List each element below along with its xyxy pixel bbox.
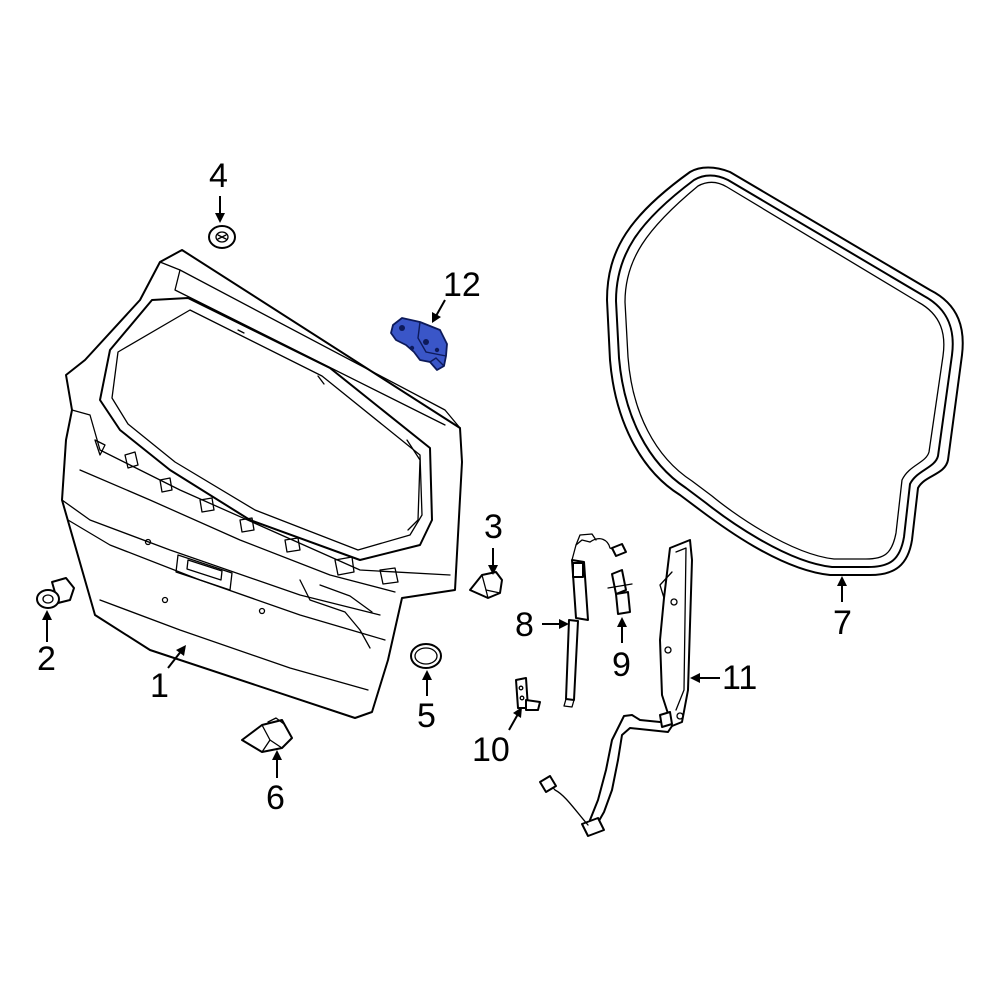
callout-labels: 1 2 3 4 5 6 7 8 9 10 11 12 <box>37 157 852 817</box>
part-11-power-strut[interactable] <box>539 539 693 837</box>
part-3-bumper[interactable] <box>469 571 503 599</box>
callout-10: 10 <box>472 731 510 769</box>
callout-4: 4 <box>209 157 228 195</box>
callout-arrows <box>42 196 847 778</box>
callout-7: 7 <box>833 604 852 642</box>
callout-3: 3 <box>484 508 503 546</box>
part-4-plug[interactable] <box>208 225 236 249</box>
callout-6: 6 <box>266 779 285 817</box>
part-1-liftgate[interactable] <box>61 249 463 719</box>
part-9-ball-stud[interactable] <box>607 569 633 615</box>
part-8-lift-support[interactable] <box>563 533 627 708</box>
part-7-weatherstrip[interactable] <box>606 166 964 576</box>
part-5-plug[interactable] <box>410 643 442 669</box>
part-10-bracket[interactable] <box>515 677 541 711</box>
callout-5: 5 <box>417 697 436 735</box>
part-2-bumper[interactable] <box>36 577 75 609</box>
part-6-bracket[interactable] <box>241 717 293 753</box>
callout-12: 12 <box>443 266 481 304</box>
callout-9: 9 <box>612 646 631 684</box>
callout-11: 11 <box>722 659 757 697</box>
part-12-highlighted-bracket[interactable] <box>390 317 448 371</box>
callout-1: 1 <box>150 667 169 705</box>
callout-2: 2 <box>37 640 56 678</box>
callout-8: 8 <box>515 606 534 644</box>
